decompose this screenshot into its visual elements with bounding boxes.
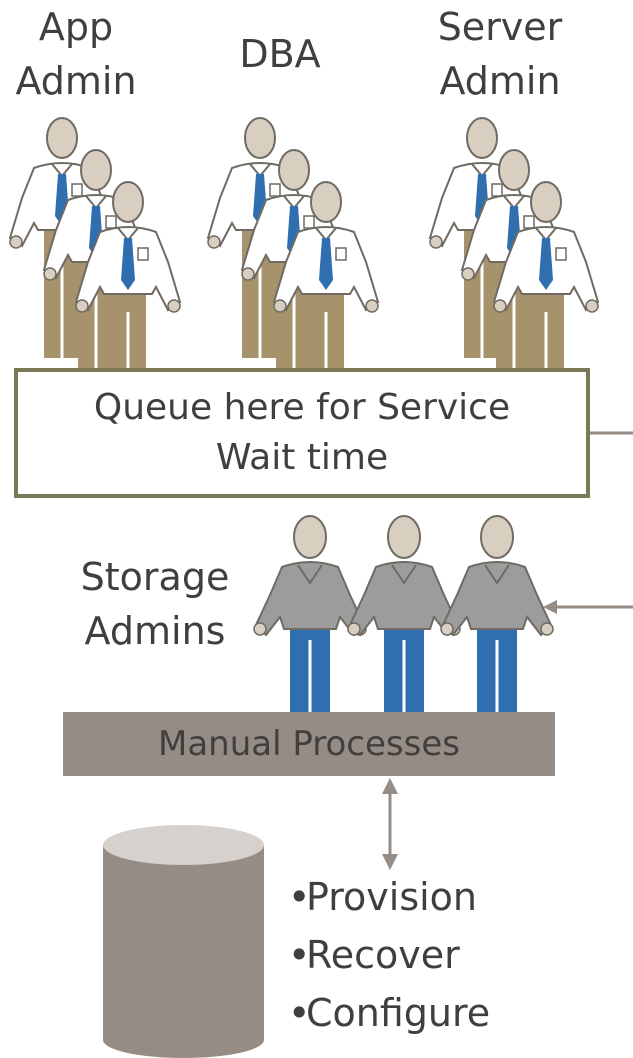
storage-arrow (543, 600, 633, 614)
storage-admins-label-line2: Admins (84, 609, 226, 653)
double-arrow (382, 778, 398, 870)
task-list: •Provision •Recover •Configure (288, 868, 490, 1042)
queue-line1: Queue here for Service (93, 387, 511, 428)
storage-admin-icon (346, 514, 462, 722)
dba-label: DBA (210, 27, 350, 81)
app-admin-label: App Admin (6, 0, 146, 108)
storage-admin-icon (439, 514, 555, 722)
app-admin-label-line2: Admin (15, 59, 137, 103)
manual-processes-label: Manual Processes (158, 724, 460, 764)
storage-admins-label-line1: Storage (80, 555, 230, 599)
server-admin-label-line2: Admin (439, 59, 561, 103)
database-cylinder-icon (103, 825, 264, 1058)
storage-admins-label: Storage Admins (70, 550, 240, 658)
list-item: •Provision (288, 875, 478, 919)
storage-admins-group (252, 514, 555, 722)
storage-admin-icon (252, 514, 368, 722)
queue-box: Queue here for Service Wait time (14, 368, 590, 498)
server-admin-label: Server Admin (420, 0, 580, 108)
dba-label-text: DBA (239, 32, 321, 76)
list-item: •Recover (288, 933, 460, 977)
queue-line2: Wait time (215, 437, 389, 478)
manual-processes-bar: Manual Processes (63, 712, 555, 776)
list-item: •Configure (288, 991, 491, 1035)
server-admin-label-line1: Server (437, 5, 563, 49)
app-admin-label-line1: App (38, 5, 114, 49)
